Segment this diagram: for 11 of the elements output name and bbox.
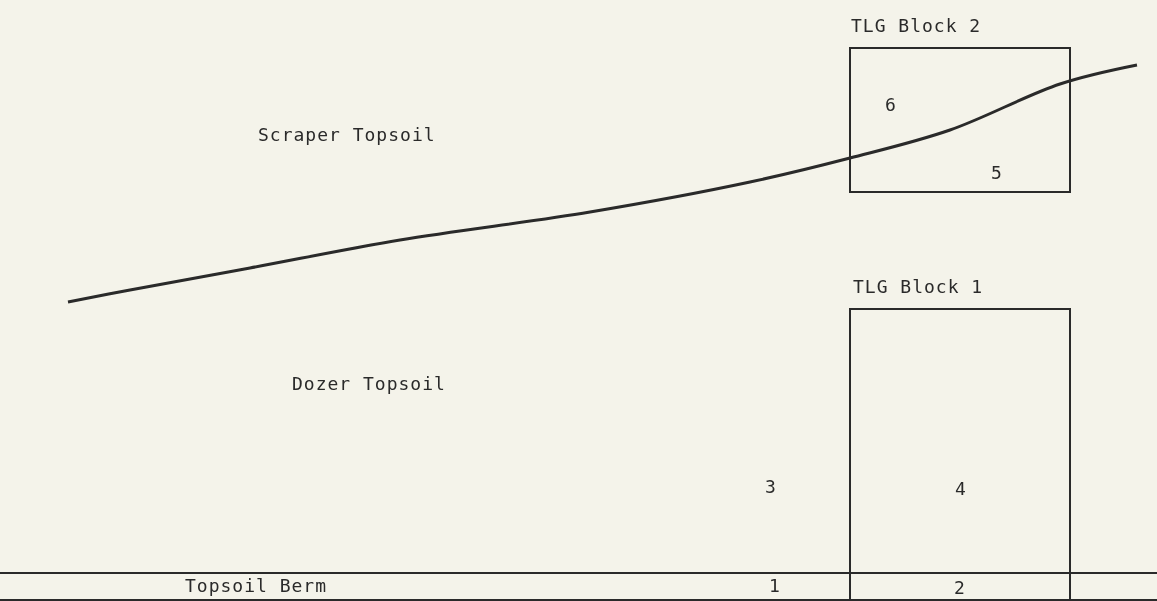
block-number: 6 xyxy=(885,95,897,115)
block-heading: TLG Block 1 xyxy=(853,277,984,297)
block-number: 2 xyxy=(954,578,966,598)
block-heading: TLG Block 2 xyxy=(851,16,982,36)
block-number: 4 xyxy=(955,479,967,499)
block-number: 1 xyxy=(769,576,781,596)
area-label: Dozer Topsoil xyxy=(292,374,446,394)
area-label: Topsoil Berm xyxy=(185,576,328,596)
block-number: 3 xyxy=(765,477,777,497)
block-number: 5 xyxy=(991,163,1003,183)
area-label: Scraper Topsoil xyxy=(258,125,436,145)
